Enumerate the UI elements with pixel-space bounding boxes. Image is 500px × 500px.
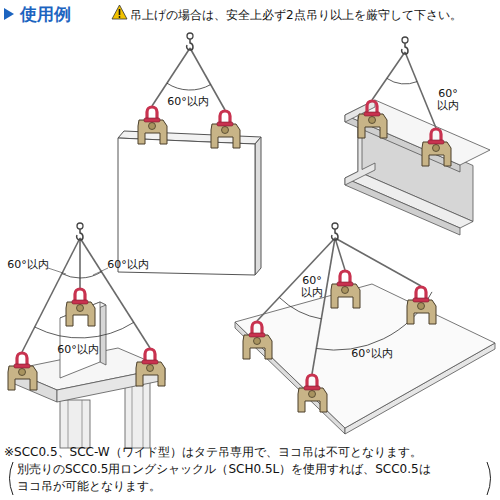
angle-label: 60° 以内 — [433, 88, 463, 112]
note-bracket — [487, 462, 491, 495]
sling-rope — [405, 52, 436, 128]
angle-label: 60°以内 — [7, 257, 49, 272]
warning-dot — [119, 16, 121, 18]
lifting-clamp — [211, 111, 240, 148]
angle-label: 60° 以内 — [297, 275, 327, 299]
crane-hook — [187, 33, 193, 50]
footnote: ※SCC0.5、SCC-W（ワイド型）はタテ吊専用で、ヨコ吊は不可となります。 — [4, 444, 422, 461]
lifting-clamp — [8, 353, 37, 390]
column — [125, 378, 150, 448]
lifting-clamp — [422, 129, 451, 166]
lifting-clamp — [243, 322, 272, 359]
warning-note: 吊上げの場合は、安全上必ず2点吊り以上を厳守して下さい。 — [130, 7, 462, 24]
footnote: 別売りのSCC0.5用ロングシャックル（SCH0.5L）を使用すれば、SCC0.… — [17, 461, 483, 495]
angle-label: 60°以内 — [57, 342, 99, 357]
column-flange-line — [82, 400, 83, 448]
beam-flange-side — [345, 178, 460, 235]
angle-label: 60°以内 — [167, 94, 209, 109]
column — [60, 400, 90, 448]
sling-rope — [335, 238, 421, 286]
plate-side — [255, 137, 261, 275]
crane-hook — [402, 37, 408, 54]
section-title: 使用例 — [20, 3, 71, 26]
lifting-clamp — [138, 107, 167, 144]
lifting-clamp — [358, 101, 387, 138]
leader-line — [48, 268, 66, 274]
column-flange-line — [143, 378, 144, 448]
column-flange-line — [68, 400, 69, 448]
beam-flange-top — [345, 100, 490, 165]
upright-plate-side — [100, 302, 106, 365]
lifting-clamp — [66, 289, 95, 326]
crane-hook — [332, 223, 338, 240]
lifting-clamp — [331, 271, 360, 308]
leader-line — [93, 268, 108, 275]
sling-rope — [22, 238, 80, 352]
angle-arc — [167, 83, 211, 90]
angle-arc — [35, 322, 134, 338]
angle-arc — [280, 298, 322, 319]
lifting-clamp — [298, 375, 327, 412]
plate-top — [235, 284, 495, 428]
angle-arc — [387, 78, 417, 84]
title-triangle — [4, 8, 14, 20]
sling-rope — [79, 238, 81, 288]
column-flange-line — [132, 378, 133, 448]
plate-face — [118, 138, 255, 275]
lifting-clamp — [407, 287, 436, 324]
angle-label: 60°以内 — [351, 346, 393, 361]
beam-flange-top — [345, 172, 473, 229]
note-bracket — [10, 462, 14, 495]
angle-arc — [62, 274, 80, 278]
warning-sign — [112, 5, 127, 19]
crane-hook — [77, 223, 83, 240]
sling-rope — [372, 52, 405, 100]
warning-mark — [119, 9, 121, 15]
angle-label: 60°以内 — [107, 257, 149, 272]
lifting-clamp — [136, 349, 165, 386]
